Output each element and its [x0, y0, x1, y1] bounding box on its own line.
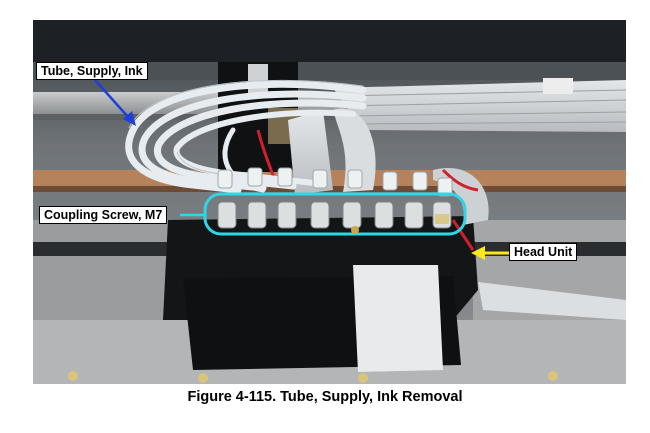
- callout-coupling-screw: Coupling Screw, M7: [39, 206, 168, 224]
- red-wire-2: [441, 168, 479, 192]
- lower-slots-left: [33, 242, 183, 256]
- callout-head-unit: Head Unit: [509, 243, 578, 261]
- head-unit-arrow: [471, 246, 509, 260]
- figure-caption: Figure 4-115. Tube, Supply, Ink Removal: [187, 389, 463, 405]
- tube-connectors: [217, 167, 453, 197]
- bottom-screws: [68, 371, 558, 383]
- ink-tubes: [125, 80, 367, 194]
- photo-illustration: [33, 20, 626, 384]
- ribbon-cable-vertical-2: [333, 108, 376, 192]
- photo-printer-head-unit: [33, 20, 626, 384]
- callout-tube-supply-ink: Tube, Supply, Ink: [36, 62, 148, 80]
- head-screw: [351, 226, 359, 234]
- top-frame-edge: [33, 62, 626, 80]
- ribbon-cable-lines: [337, 89, 626, 125]
- upper-rail-shadow: [33, 114, 626, 120]
- front-flex-cable: [353, 265, 443, 372]
- right-flex-cable: [478, 282, 626, 320]
- top-frame: [33, 20, 626, 62]
- tower-connector: [248, 64, 268, 94]
- cable-clip: [543, 78, 573, 94]
- tube-arrow: [94, 79, 136, 126]
- red-wire-3: [451, 219, 475, 251]
- coupling-screws: [217, 201, 452, 229]
